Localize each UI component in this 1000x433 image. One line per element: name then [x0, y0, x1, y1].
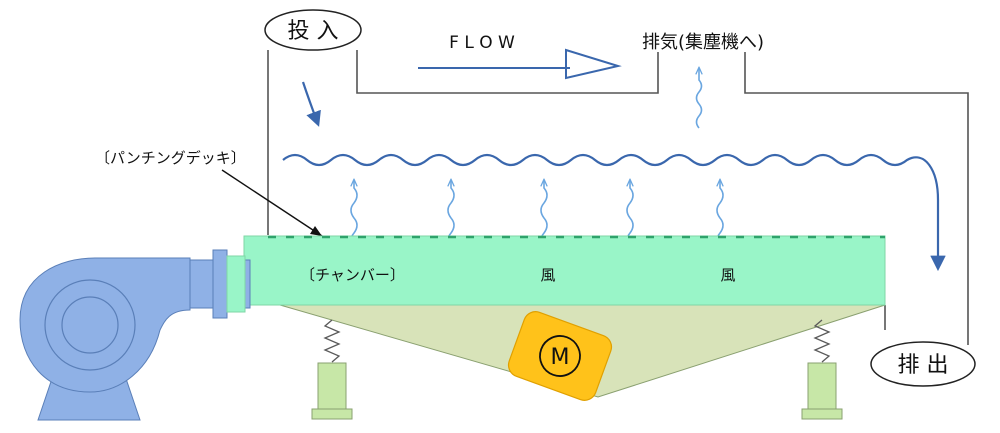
housing-outline — [267, 50, 969, 345]
flow-label: F L O W — [449, 33, 515, 53]
flow-indicator: F L O W — [418, 33, 622, 80]
discharge-label: 排 出 — [898, 353, 949, 378]
motor-icon: M — [507, 311, 613, 401]
punching-deck-pointer-head — [310, 226, 322, 236]
spring-icon-right — [801, 319, 843, 420]
exhaust-air-arrow — [697, 68, 702, 129]
flow-arrow-head — [565, 48, 622, 80]
punching-deck-label: 〔パンチングデッキ〕 — [95, 149, 246, 167]
wind-label-2: 風 — [720, 266, 735, 284]
chamber — [243, 235, 886, 306]
blower-icon — [19, 249, 251, 421]
input-label-group: 投 入 — [264, 9, 362, 51]
exhaust-label: 排気(集塵機へ) — [642, 32, 764, 53]
discharge-ellipse — [870, 341, 976, 387]
input-arrow — [301, 81, 321, 127]
discharge-label-group: 排 出 — [870, 341, 976, 387]
input-label: 投 入 — [288, 19, 339, 44]
wind-label-1: 風 — [540, 266, 555, 284]
motor-label: M — [551, 345, 570, 370]
material-flow-wave — [282, 153, 946, 272]
spring-icon — [311, 319, 353, 420]
input-ellipse — [264, 9, 362, 51]
chamber-label: 〔チャンバー〕 — [300, 266, 405, 284]
punching-deck-pointer — [221, 169, 323, 237]
